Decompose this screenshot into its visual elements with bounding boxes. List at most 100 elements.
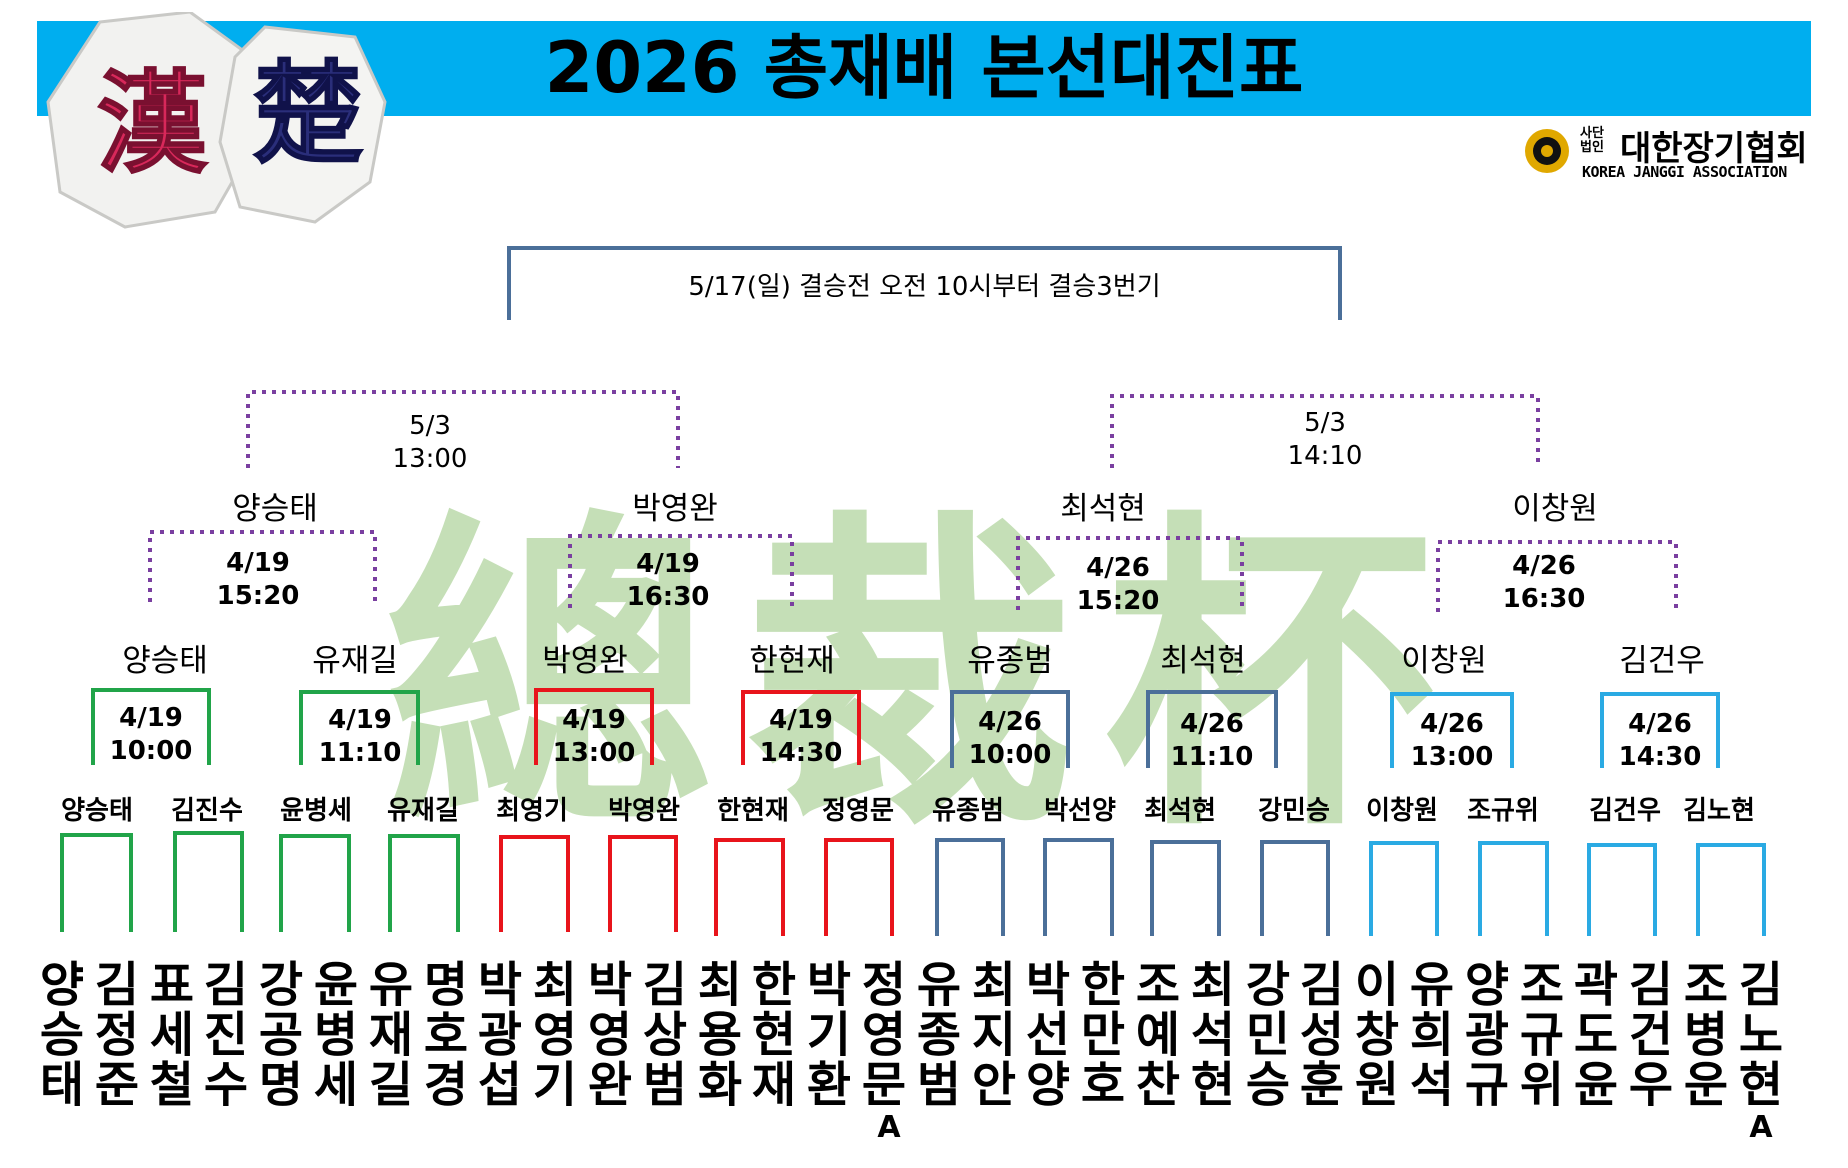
qf-bracket-1 [148, 530, 377, 602]
r16-8-player-1: 김건우 [1589, 796, 1661, 826]
r32-bracket-1 [60, 833, 133, 932]
janggi-pieces-logo: 漢 楚 [46, 12, 387, 229]
qf-3-player-2: 최석현 [1160, 643, 1246, 679]
r16-2-player-1: 윤병세 [280, 796, 352, 826]
association-name-ko: 대한장기협회 [1620, 129, 1808, 169]
qf-3-clock: 15:20 [1076, 586, 1160, 616]
semi-2-player-2: 이창원 [1512, 491, 1598, 527]
qf-2-date: 4/19 [636, 549, 700, 579]
association-prefix-line2: 법인 [1580, 140, 1604, 155]
r16-3-clock: 13:00 [552, 738, 636, 768]
r16-5-date: 4/26 [978, 707, 1042, 737]
association-prefix: 사단 법인 [1580, 127, 1604, 155]
r32-bracket-16 [1696, 843, 1766, 936]
qf-2-clock: 16:30 [626, 582, 710, 612]
r16-8-time: 4/26 14:30 [1610, 708, 1710, 774]
semi-1-player-1: 양승태 [232, 491, 318, 527]
r16-5-clock: 10:00 [968, 740, 1052, 770]
r32-bracket-8 [824, 838, 894, 936]
r16-8-player-2: 김노현 [1683, 796, 1755, 826]
r32-bracket-12 [1260, 840, 1330, 936]
semi-1-time: 5/3 13:00 [380, 410, 480, 476]
r32-bracket-11 [1150, 840, 1221, 936]
page-title: 2026 총재배 본선대진표 [544, 27, 1304, 109]
r16-1-player-1: 양승태 [61, 796, 133, 826]
r16-7-date: 4/26 [1420, 709, 1484, 739]
qf-3-date: 4/26 [1086, 553, 1150, 583]
r32-bracket-14 [1478, 841, 1549, 936]
r16-6-player-2: 강민승 [1258, 796, 1330, 826]
semi-1-player-2: 박영완 [632, 491, 718, 527]
r16-5-player-2: 박선양 [1044, 796, 1116, 826]
r16-1-player-2: 김진수 [171, 796, 243, 826]
r16-7-clock: 13:00 [1410, 742, 1494, 772]
qf-3-player-1: 유종범 [967, 643, 1053, 679]
semi-2-time: 5/3 14:10 [1275, 407, 1375, 473]
association-prefix-line1: 사단 [1580, 126, 1604, 141]
r16-1-time: 4/19 10:00 [101, 702, 201, 768]
r16-8-date: 4/26 [1628, 709, 1692, 739]
r16-bracket-4 [741, 690, 861, 765]
r16-6-clock: 11:10 [1170, 742, 1254, 772]
qf-1-date: 4/19 [226, 548, 290, 578]
r16-bracket-6 [1146, 690, 1278, 768]
r16-6-player-1: 최석현 [1144, 796, 1216, 826]
qf-4-time: 4/26 16:30 [1494, 550, 1594, 616]
r16-bracket-7 [1390, 692, 1514, 768]
qf-2-player-1: 박영완 [542, 643, 628, 679]
r16-7-player-2: 조규위 [1467, 796, 1539, 826]
qf-2-time: 4/19 16:30 [618, 548, 718, 614]
r16-5-player-1: 유종범 [932, 796, 1004, 826]
cho-piece [218, 25, 387, 224]
semi-bracket-left [246, 390, 680, 468]
r16-3-time: 4/19 13:00 [544, 704, 644, 770]
r16-2-date: 4/19 [328, 705, 392, 735]
r32-bracket-3 [279, 834, 351, 932]
qf-4-clock: 16:30 [1502, 584, 1586, 614]
qf-4-player-1: 이창원 [1401, 643, 1487, 679]
r16-bracket-1 [91, 688, 211, 765]
qf-1-player-1: 양승태 [122, 643, 208, 679]
qf-bracket-3 [1016, 536, 1244, 610]
qf-bracket-2 [568, 534, 794, 608]
r32-bracket-15 [1587, 843, 1657, 936]
semi-2-player-1: 최석현 [1060, 491, 1146, 527]
qf-2-player-2: 한현재 [749, 643, 835, 679]
r16-1-clock: 10:00 [109, 736, 193, 766]
cho-glyph: 楚 [253, 49, 363, 178]
r16-bracket-8 [1600, 692, 1720, 768]
qf-3-time: 4/26 15:20 [1068, 552, 1168, 618]
r16-bracket-3 [534, 688, 654, 765]
semi-1-clock: 13:00 [392, 444, 468, 474]
qf-bracket-4 [1436, 540, 1678, 612]
r16-8-clock: 14:30 [1618, 742, 1702, 772]
semi-bracket-right [1110, 394, 1540, 468]
r16-4-time: 4/19 14:30 [751, 704, 851, 770]
r16-1-date: 4/19 [119, 703, 183, 733]
r16-bracket-5 [950, 690, 1070, 768]
r16-4-player-2: 정영문 [822, 796, 894, 826]
r32-bracket-9 [935, 838, 1005, 936]
final-bracket [507, 246, 1342, 320]
r32-bracket-10 [1043, 838, 1114, 936]
